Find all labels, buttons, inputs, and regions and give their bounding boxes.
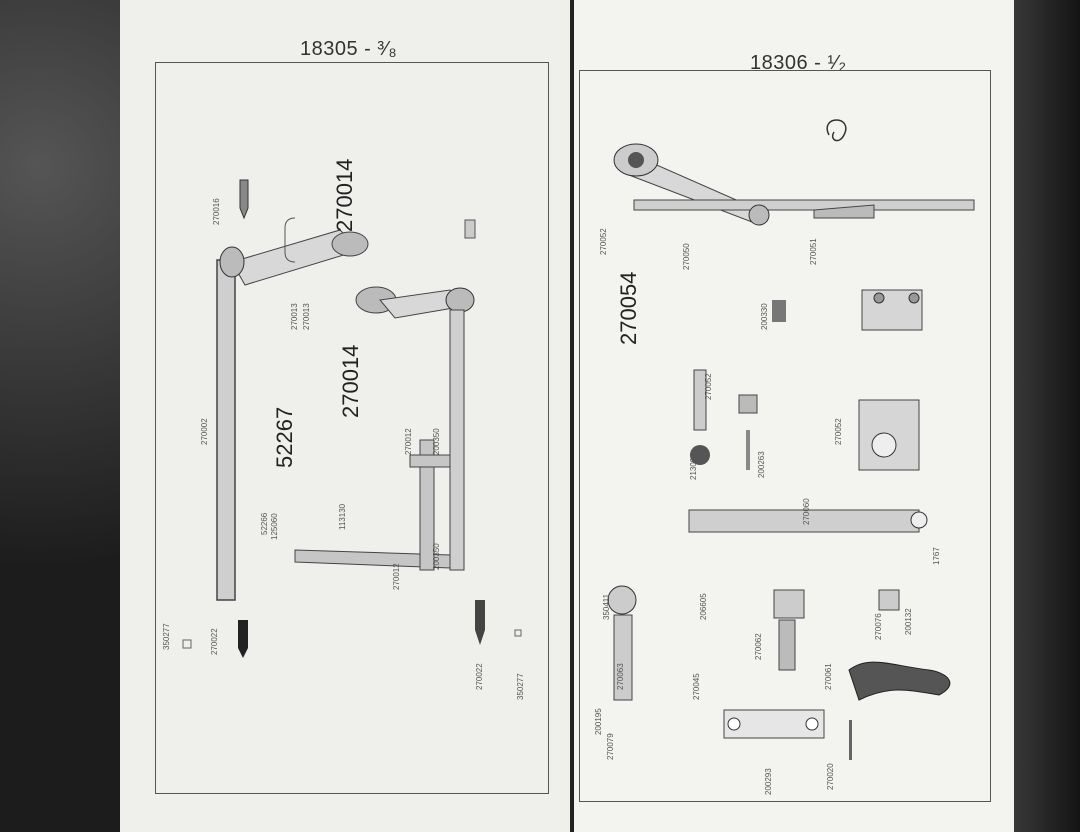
- book-edge-left: [0, 0, 130, 832]
- part-label: 270063: [616, 663, 625, 690]
- part-label: 113130: [338, 503, 347, 530]
- part-label: 270012: [404, 428, 413, 455]
- part-label: 1767: [932, 547, 941, 565]
- part-label: 125060: [270, 513, 279, 540]
- part-label: 270050: [682, 243, 691, 270]
- book-spine: [570, 0, 574, 832]
- part-label: 200132: [904, 608, 913, 635]
- part-label: 213003: [689, 453, 698, 480]
- part-label: 270022: [210, 628, 219, 655]
- part-label: 270061: [824, 663, 833, 690]
- part-label: 270052: [704, 373, 713, 400]
- part-label: 270060: [802, 498, 811, 525]
- part-label: 270002: [200, 418, 209, 445]
- left-parts-frame: [155, 62, 549, 794]
- right-parts-frame: [579, 70, 991, 802]
- part-label: 270012: [392, 563, 401, 590]
- part-label: 270051: [809, 238, 818, 265]
- part-label: 270022: [475, 663, 484, 690]
- part-label: 270045: [692, 673, 701, 700]
- left-page-title: 18305 - ³⁄₈: [300, 38, 398, 60]
- part-label: 200350: [432, 428, 441, 455]
- part-label: 200350: [432, 543, 441, 570]
- assembly-number-52267: 52267: [272, 406, 297, 468]
- part-label: 270062: [754, 633, 763, 660]
- part-label: 200263: [757, 451, 766, 478]
- part-label: 350277: [162, 623, 171, 650]
- part-label: 52266: [260, 512, 269, 535]
- left-page: 18305 - ³⁄₈ 270014 270014 52267 270002 2…: [120, 0, 572, 832]
- part-label: 200330: [760, 303, 769, 330]
- part-label: 270013: [302, 303, 311, 330]
- assembly-number-270014-top: 270014: [332, 158, 357, 232]
- assembly-number-270014: 270014: [338, 344, 363, 418]
- part-label: 206605: [699, 593, 708, 620]
- part-label: 350277: [516, 673, 525, 700]
- assembly-number-270054: 270054: [616, 271, 641, 345]
- part-label: 350411: [602, 593, 611, 620]
- part-label: 270052: [599, 228, 608, 255]
- part-label: 270052: [834, 418, 843, 445]
- right-page-title: 18306 - ¹⁄₂: [750, 52, 847, 74]
- right-page: 18306 - ¹⁄₂: [574, 0, 1014, 832]
- left-parts-drawing: [182, 179, 522, 658]
- part-label: 270079: [606, 733, 615, 760]
- part-label: 270013: [290, 303, 299, 330]
- book-edge-right: [1010, 0, 1080, 832]
- right-parts-drawing: [607, 119, 975, 760]
- part-label: 270076: [874, 613, 883, 640]
- part-label: 270020: [826, 763, 835, 790]
- part-label: 200293: [764, 768, 773, 795]
- part-label: 200195: [594, 708, 603, 735]
- part-label: 270016: [212, 198, 221, 225]
